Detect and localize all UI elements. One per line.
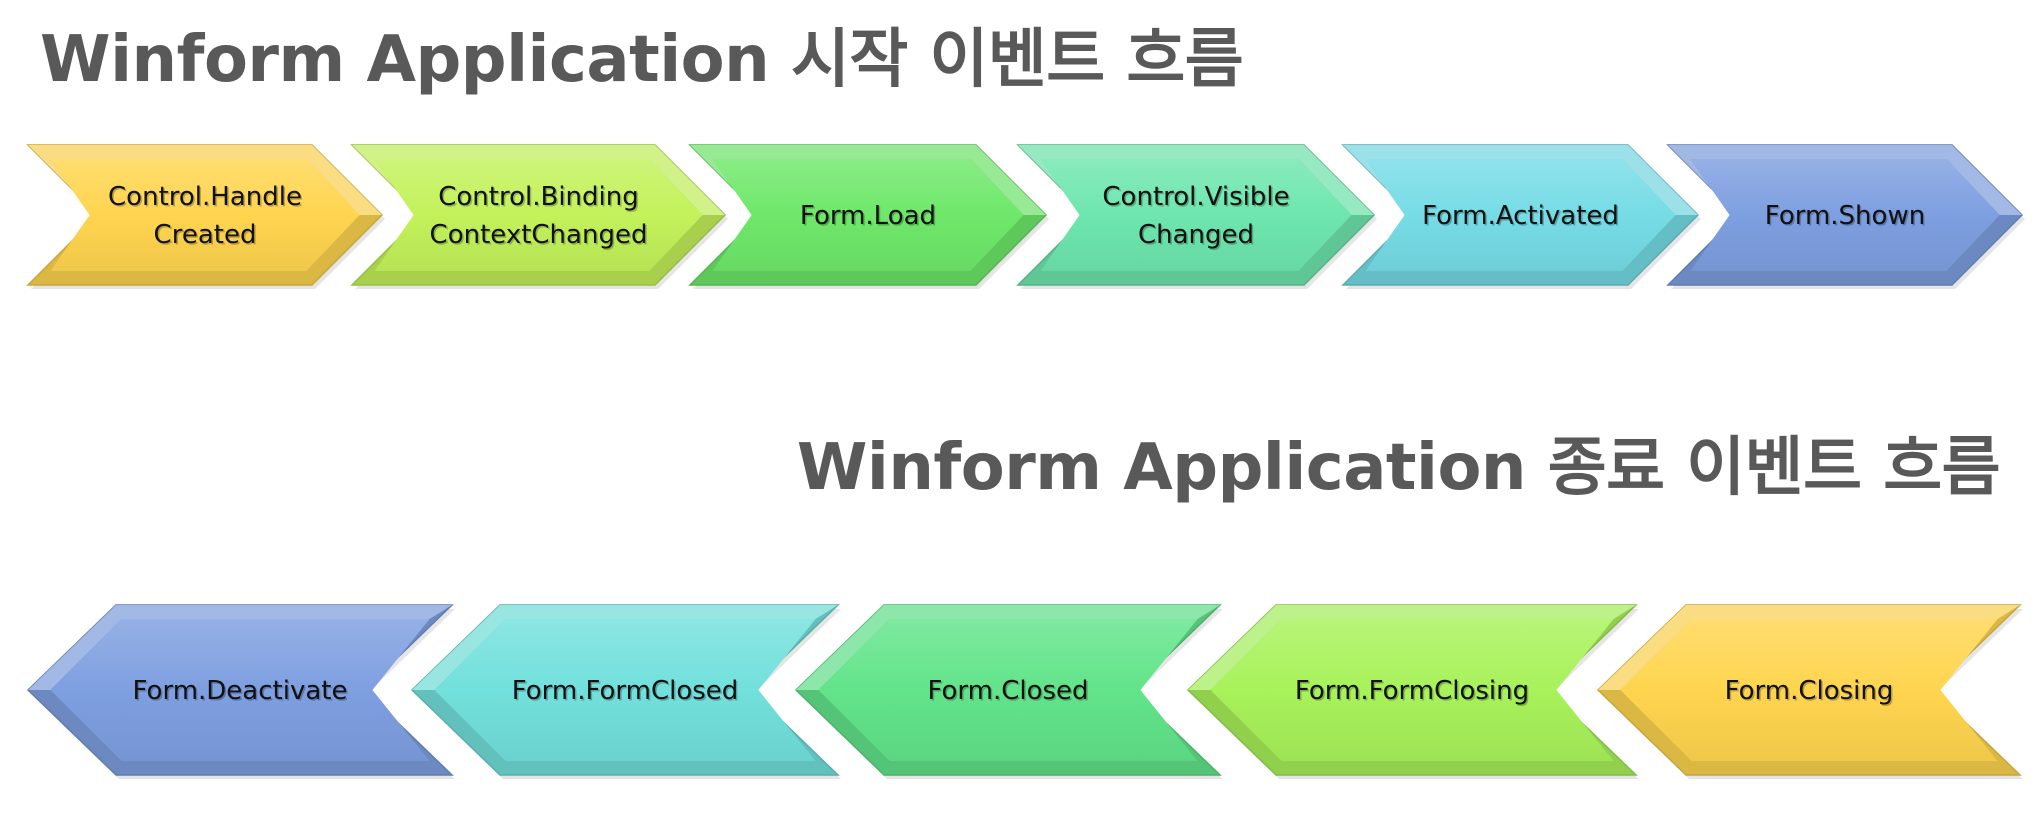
flow-step-label-shadow: Form.Shown bbox=[1766, 203, 1926, 233]
flow-step-label-shadow: Created bbox=[155, 222, 258, 252]
flow-step-face bbox=[818, 619, 1198, 761]
flow-step-label: Control.Visible bbox=[1102, 182, 1289, 212]
flow-step-face bbox=[1210, 619, 1614, 761]
flow-step-highlight bbox=[796, 605, 1220, 690]
flow-step-highlight bbox=[412, 605, 838, 690]
flow-step-2: Control.BindingControl.BindingContextCha… bbox=[350, 144, 728, 289]
flow-step-face bbox=[1620, 619, 1998, 761]
flow-step-label: Control.Handle bbox=[108, 182, 302, 212]
flow-step-face bbox=[50, 159, 360, 271]
flow-step-label: Form.Closing bbox=[1725, 676, 1894, 706]
flow-step-highlight bbox=[28, 605, 452, 690]
flow-step-label: Form.Closed bbox=[927, 676, 1088, 706]
flow-step-face bbox=[1365, 159, 1676, 271]
flow-step-label: Created bbox=[154, 220, 257, 250]
flow-step-label-shadow: Changed bbox=[1139, 222, 1255, 252]
flow-step-face bbox=[374, 159, 703, 271]
flow-step-face bbox=[1690, 159, 2000, 271]
flow-step-label-shadow: Form.Deactivate bbox=[134, 678, 349, 708]
flow-step-label: Control.Binding bbox=[438, 182, 639, 212]
flow-step-face bbox=[712, 159, 1024, 271]
end-flow-title: Winform Application 종료 이벤트 흐름 bbox=[796, 431, 2001, 505]
flow-step-label-shadow: ContextChanged bbox=[431, 222, 649, 252]
flow-step-face bbox=[50, 619, 430, 761]
flow-step-label-shadow: Control.Binding bbox=[440, 184, 641, 214]
flow-step-label-shadow: Form.Load bbox=[801, 203, 937, 233]
start-event-flow: Control.HandleControl.HandleCreatedCreat… bbox=[26, 144, 2025, 289]
flow-step-4: Control.VisibleControl.VisibleChangedCha… bbox=[1016, 144, 1377, 289]
flow-step-label: Form.FormClosed bbox=[512, 676, 739, 706]
flow-step-label: Changed bbox=[1138, 220, 1254, 250]
flow-step-label-shadow: Form.Closing bbox=[1726, 678, 1895, 708]
flow-step-label-shadow: Form.Activated bbox=[1424, 203, 1621, 233]
flow-step-1: Control.HandleControl.HandleCreatedCreat… bbox=[26, 144, 385, 289]
flow-step-label-shadow: Control.Visible bbox=[1104, 184, 1291, 214]
start-flow-title: Winform Application 시작 이벤트 흐름 bbox=[40, 23, 1244, 97]
flow-step-label: Form.Deactivate bbox=[133, 676, 348, 706]
flow-step-face bbox=[1040, 159, 1352, 271]
flow-step-face bbox=[434, 619, 816, 761]
flow-step-label: Form.Activated bbox=[1422, 201, 1619, 231]
flow-step-label: Form.Load bbox=[800, 201, 936, 231]
flow-step-highlight bbox=[1598, 605, 2020, 690]
flow-step-label: ContextChanged bbox=[430, 220, 648, 250]
flow-step-label-shadow: Form.FormClosed bbox=[513, 678, 740, 708]
flow-step-label: Form.FormClosing bbox=[1295, 676, 1529, 706]
flow-step-label-shadow: Form.Closed bbox=[929, 678, 1090, 708]
flow-step-highlight bbox=[1188, 605, 1636, 690]
flow-step-label-shadow: Form.FormClosing bbox=[1296, 678, 1530, 708]
flow-step-label-shadow: Control.Handle bbox=[110, 184, 304, 214]
flow-step-label: Form.Shown bbox=[1765, 201, 1925, 231]
